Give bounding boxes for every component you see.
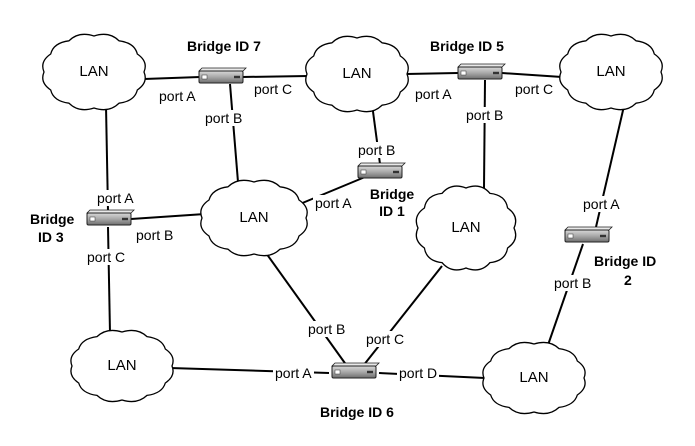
lans-layer: LAN LAN LAN LAN LAN LAN LAN bbox=[42, 33, 663, 415]
lan-label: LAN bbox=[596, 63, 625, 80]
network-link bbox=[483, 79, 486, 189]
lan-label: LAN bbox=[519, 369, 548, 386]
bridge-7-port-b-label: port B bbox=[203, 110, 245, 126]
bridge-led bbox=[493, 71, 499, 75]
bridge-front-face bbox=[331, 365, 377, 379]
network-link bbox=[241, 75, 309, 78]
lan-cloud: LAN bbox=[482, 341, 586, 415]
bridge-5-port-a-label: port A bbox=[413, 86, 454, 102]
bridge-front-face bbox=[457, 66, 503, 80]
bridge-front-face bbox=[198, 70, 244, 84]
bridge-6-port-a-label: port A bbox=[273, 365, 314, 381]
bridge-led bbox=[600, 234, 606, 238]
bridge-2-label-line2: 2 bbox=[624, 272, 632, 288]
cloud-shape bbox=[42, 33, 146, 111]
lan-cloud: LAN bbox=[415, 185, 517, 271]
bridge-led bbox=[122, 217, 128, 221]
network-link bbox=[143, 76, 201, 80]
bridge-2-port-a-label: port A bbox=[581, 196, 622, 212]
lan-cloud: LAN bbox=[200, 179, 308, 257]
network-link bbox=[547, 243, 584, 346]
bridge-5-port-c-label: port C bbox=[513, 81, 556, 97]
bridge-device-7 bbox=[198, 67, 247, 84]
bridges-layer bbox=[86, 63, 613, 379]
lan-cloud: LAN bbox=[42, 33, 146, 111]
bridge-device-3 bbox=[86, 209, 135, 226]
bridge-device-1 bbox=[357, 162, 406, 179]
lan-label: LAN bbox=[342, 65, 371, 82]
lan-cloud: LAN bbox=[559, 33, 663, 111]
bridge-port-light bbox=[89, 216, 96, 222]
lan-cloud: LAN bbox=[305, 35, 409, 113]
bridge-7-port-c-label: port C bbox=[252, 81, 295, 97]
cloud-shape bbox=[415, 185, 517, 271]
network-link bbox=[405, 72, 459, 75]
bridge-1-label-line2: ID 1 bbox=[379, 203, 405, 219]
bridge-front-face bbox=[564, 229, 610, 243]
cloud-shape bbox=[305, 35, 409, 113]
bridge-led bbox=[367, 370, 373, 374]
bridge-port-light bbox=[460, 70, 467, 76]
bridge-7-port-a-label: port A bbox=[157, 88, 198, 104]
bridge-port-light bbox=[334, 369, 341, 375]
lan-label: LAN bbox=[107, 357, 136, 374]
bridge-6-port-b-label: port B bbox=[306, 321, 348, 337]
lan-label: LAN bbox=[451, 219, 480, 236]
bridge-3-label-line2: ID 3 bbox=[38, 229, 64, 245]
bridge-6-port-d-label: port D bbox=[397, 365, 440, 381]
cloud-shape bbox=[482, 341, 586, 415]
bridge-device-5 bbox=[457, 63, 506, 80]
bridge-device-2 bbox=[564, 226, 613, 243]
bridge-port-light bbox=[201, 74, 208, 80]
network-link bbox=[299, 176, 366, 205]
bridge-3-port-b-label: port B bbox=[134, 227, 176, 243]
lan-cloud: LAN bbox=[70, 329, 174, 403]
bridge-1-port-a-label: port A bbox=[313, 195, 354, 211]
lan-label: LAN bbox=[239, 209, 268, 226]
bridge-2-label-line1: Bridge ID bbox=[594, 253, 657, 269]
lan-label: LAN bbox=[79, 63, 108, 80]
bridge-6-label: Bridge ID 6 bbox=[320, 404, 394, 420]
network-link bbox=[107, 226, 111, 334]
bridge-3-port-c-label: port C bbox=[85, 249, 128, 265]
bridge-led bbox=[234, 75, 240, 79]
network-link bbox=[501, 72, 563, 78]
bridge-1-port-b-label: port B bbox=[356, 142, 398, 158]
cloud-shape bbox=[70, 329, 174, 403]
bridge-led bbox=[393, 170, 399, 174]
bridge-5-label: Bridge ID 5 bbox=[430, 38, 504, 54]
network-link bbox=[362, 265, 443, 367]
bridge-2-port-b-label: port B bbox=[552, 275, 594, 291]
bridge-5-port-b-label: port B bbox=[464, 107, 506, 123]
bridge-port-light bbox=[567, 233, 574, 239]
bridge-3-port-a-label: port A bbox=[95, 190, 136, 206]
cloud-shape bbox=[200, 179, 308, 257]
bridge-port-light bbox=[360, 169, 367, 175]
bridge-1-label-line1: Bridge bbox=[369, 186, 415, 202]
cloud-shape bbox=[559, 33, 663, 111]
bridge-6-port-c-label: port C bbox=[364, 331, 407, 347]
network-link bbox=[130, 213, 206, 220]
network-link bbox=[265, 252, 348, 367]
bridge-7-label: Bridge ID 7 bbox=[187, 38, 261, 54]
network-link bbox=[229, 83, 239, 183]
bridge-device-6 bbox=[331, 362, 380, 379]
bridge-front-face bbox=[86, 212, 132, 226]
bridge-3-label-line1: Bridge bbox=[30, 211, 75, 227]
bridge-front-face bbox=[357, 165, 403, 179]
